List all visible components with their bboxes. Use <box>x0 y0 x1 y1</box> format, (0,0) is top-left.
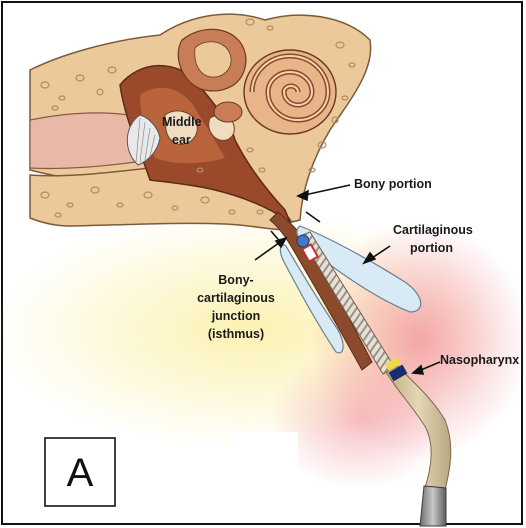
panel-letter: A <box>67 451 94 495</box>
label-cartilaginous-2: portion <box>410 241 453 255</box>
label-middle-ear-2: ear <box>172 133 191 147</box>
blank-box <box>234 432 298 466</box>
vestibule <box>214 102 242 122</box>
balloon-tip-marker <box>297 235 309 247</box>
label-cartilaginous-1: Cartilaginous <box>393 223 473 237</box>
label-middle-ear-1: Middle <box>162 115 202 129</box>
cochlea-icon <box>244 50 336 134</box>
label-bony-portion: Bony portion <box>354 177 432 191</box>
catheter-handle <box>420 486 446 526</box>
label-isthmus-3: junction <box>211 309 261 323</box>
label-nasopharynx: Nasopharynx <box>440 353 519 367</box>
label-isthmus-1: Bony- <box>218 273 253 287</box>
label-isthmus-2: cartilaginous <box>197 291 275 305</box>
label-isthmus-4: (isthmus) <box>208 327 264 341</box>
